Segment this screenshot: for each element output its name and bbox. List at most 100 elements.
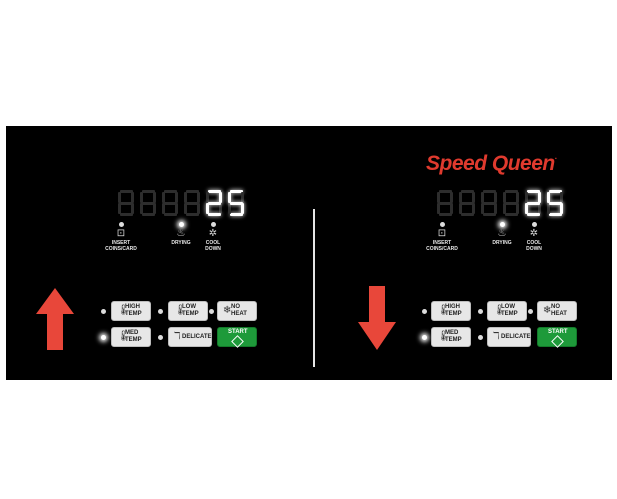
shirt-drying-icon: ♨ <box>497 228 507 239</box>
digit-segment <box>527 213 540 216</box>
high-temp-button[interactable]: 🌡 HIGH TEMP <box>431 301 471 321</box>
digit-segment <box>538 192 541 203</box>
digit-segment <box>560 203 563 214</box>
status-insert-coins-left: ⊡ INSERT COINS/CARD <box>99 222 143 252</box>
delicate-button[interactable]: ℸ DELICATE <box>168 327 212 347</box>
digit-segment <box>120 201 133 205</box>
start-button[interactable]: START <box>537 327 577 348</box>
digit-segment <box>459 192 462 203</box>
digit-segment <box>184 192 187 203</box>
digit-segment <box>525 192 528 203</box>
no-heat-button[interactable]: ❄ NO HEAT <box>217 301 257 321</box>
arrow-down-icon <box>358 286 396 350</box>
med-temp-button[interactable]: 🌡 MED TEMP <box>431 327 471 347</box>
high-temp-button[interactable]: 🌡 HIGH TEMP <box>111 301 151 321</box>
button-label: NO HEAT <box>551 304 567 317</box>
digit-segment <box>549 201 562 205</box>
no-heat-button[interactable]: ❄ NO HEAT <box>537 301 577 321</box>
digit-segment <box>140 192 143 203</box>
digit-segment <box>140 203 143 214</box>
button-label: START <box>228 329 248 335</box>
thermometer-icon: 🌡 <box>437 305 450 316</box>
digit-segment <box>450 192 453 203</box>
digit-segment <box>439 190 452 193</box>
low-temp-button[interactable]: 🌡 LOW TEMP <box>168 301 208 321</box>
low-temp-button[interactable]: 🌡 LOW TEMP <box>487 301 527 321</box>
digit-segment <box>142 201 155 205</box>
med-temp-led <box>101 335 106 340</box>
brand-logo: Speed Queen. <box>426 152 557 175</box>
display-digit <box>184 190 201 216</box>
status-label: COOL DOWN <box>526 240 542 252</box>
digit-segment <box>483 213 496 216</box>
digit-segment <box>527 190 540 193</box>
digit-segment <box>472 203 475 214</box>
digit-segment <box>208 213 221 216</box>
thermometer-icon: 🌡 <box>493 305 506 316</box>
display-digit <box>481 190 498 216</box>
digit-segment <box>547 192 550 203</box>
start-diamond-icon <box>231 335 244 348</box>
status-label: DRYING <box>492 240 512 246</box>
status-label: DRYING <box>171 240 191 246</box>
digit-segment <box>461 213 474 216</box>
arrow-up-icon <box>36 288 74 350</box>
snowflake-icon: ✲ <box>529 228 539 239</box>
status-label: COOL DOWN <box>205 240 221 252</box>
low-temp-led <box>478 309 483 314</box>
low-temp-led <box>158 309 163 314</box>
digit-segment <box>527 201 540 205</box>
digit-segment <box>538 203 541 214</box>
digit-segment <box>186 213 199 216</box>
dryer-control-panel: Speed Queen. ⊡ INSERT COINS/CARD ♨ DRYIN… <box>6 126 612 380</box>
digit-segment <box>142 213 155 216</box>
status-drying-left: ♨ DRYING <box>159 222 203 246</box>
no-heat-led <box>528 309 533 314</box>
digit-segment <box>503 192 506 203</box>
delicate-button[interactable]: ℸ DELICATE <box>487 327 531 347</box>
display-digit <box>206 190 223 216</box>
panel-divider <box>313 209 315 367</box>
digit-segment <box>219 203 222 214</box>
digit-segment <box>439 201 452 205</box>
button-label: DELICATE <box>182 334 212 340</box>
digit-segment <box>153 203 156 214</box>
digit-segment <box>241 192 244 203</box>
digit-segment <box>461 190 474 193</box>
button-label: NO HEAT <box>231 304 247 317</box>
med-temp-button[interactable]: 🌡 MED TEMP <box>111 327 151 347</box>
button-label: MED TEMP <box>445 330 462 343</box>
digit-segment <box>184 203 187 214</box>
display-digit <box>547 190 564 216</box>
delicate-icon: ℸ <box>493 331 500 342</box>
delicate-led <box>158 335 163 340</box>
display-digit <box>118 190 135 216</box>
button-label: MED TEMP <box>125 330 142 343</box>
digit-segment <box>142 190 155 193</box>
button-label: START <box>548 329 568 335</box>
digit-segment <box>219 192 222 203</box>
coin-card-icon: ⊡ <box>116 228 126 239</box>
digit-segment <box>228 203 231 214</box>
digit-segment <box>186 190 199 193</box>
digit-segment <box>494 192 497 203</box>
digit-segment <box>118 203 121 214</box>
status-insert-coins-right: ⊡ INSERT COINS/CARD <box>420 222 464 252</box>
digit-segment <box>560 192 563 203</box>
thermometer-icon: 🌡 <box>437 331 450 342</box>
digit-segment <box>118 192 121 203</box>
high-temp-led <box>101 309 106 314</box>
button-label: LOW TEMP <box>182 304 199 317</box>
digit-segment <box>208 190 221 193</box>
digit-segment <box>241 203 244 214</box>
high-temp-led <box>422 309 427 314</box>
digit-segment <box>505 201 518 205</box>
status-led <box>178 222 184 227</box>
status-led <box>439 222 445 227</box>
digit-segment <box>549 190 562 193</box>
start-button[interactable]: START <box>217 327 257 348</box>
button-label: HIGH TEMP <box>445 304 462 317</box>
thermometer-icon: 🌡 <box>117 331 130 342</box>
display-digit <box>459 190 476 216</box>
digit-segment <box>494 203 497 214</box>
